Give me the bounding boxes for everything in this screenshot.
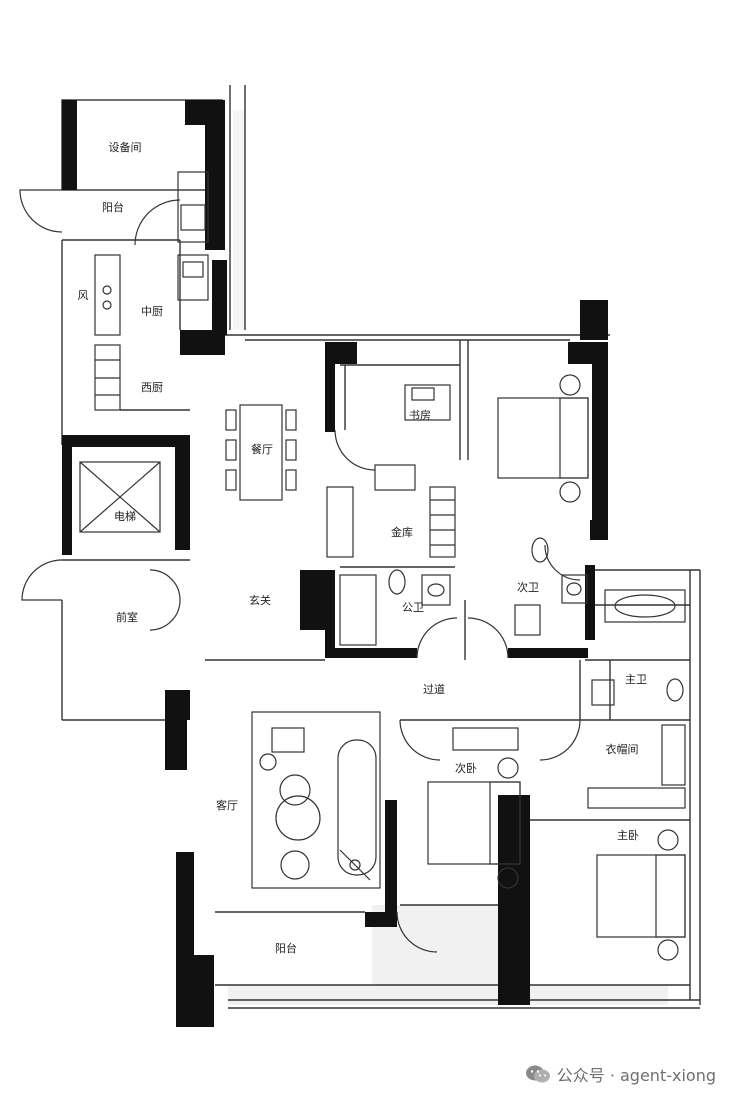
room-label-second-bedroom: 次卧 [455,761,477,775]
room-label-master-bath: 主卫 [625,673,647,686]
room-label-western-kitchen: 西厨 [141,381,163,394]
room-label-study: 书房 [409,409,431,422]
room-label-wind: 风 [78,289,89,302]
room-label-cloakroom: 衣帽间 [606,742,639,756]
elevator-shaft [79,461,161,533]
study-furniture [374,384,451,491]
vault-shelving [326,486,456,558]
room-label-middle-kitchen: 中厨 [141,305,163,318]
bathroom-fixtures [339,537,686,706]
living-room-furniture [251,711,381,889]
room-label-vault: 金库 [391,525,413,539]
thin-walls [61,85,701,1009]
watermark: 公众号 · agent-xiong [525,1062,716,1086]
room-label-entrance: 玄关 [249,593,271,607]
room-label-master-bedroom: 主卧 [617,829,639,842]
doors [19,189,581,953]
room-label-public-bath: 公卫 [402,601,424,614]
room-label-balcony-top: 阳台 [102,200,124,214]
room-label-balcony-bottom: 阳台 [275,941,297,955]
dining-table [225,404,297,501]
watermark-text: 公众号 · agent-xiong [556,1066,716,1085]
wardrobes [452,724,686,809]
room-label-dining: 餐厅 [251,442,273,456]
room-label-anteroom: 前室 [116,610,138,624]
structural-walls [62,100,608,1027]
room-label-elevator: 电梯 [114,510,136,523]
room-labels: 设备间 阳台 风 中厨 西厨 餐厅 电梯 书房 金库 公卫 次卫 玄关 前室 过… [78,140,648,955]
kitchen-fixtures [94,171,209,411]
room-label-corridor: 过道 [423,682,445,696]
room-label-equipment: 设备间 [109,140,142,154]
room-label-second-bath: 次卫 [517,580,539,594]
room-label-living: 客厅 [216,798,238,812]
wechat-icon [525,1065,550,1083]
bedroom-beds [427,374,686,961]
